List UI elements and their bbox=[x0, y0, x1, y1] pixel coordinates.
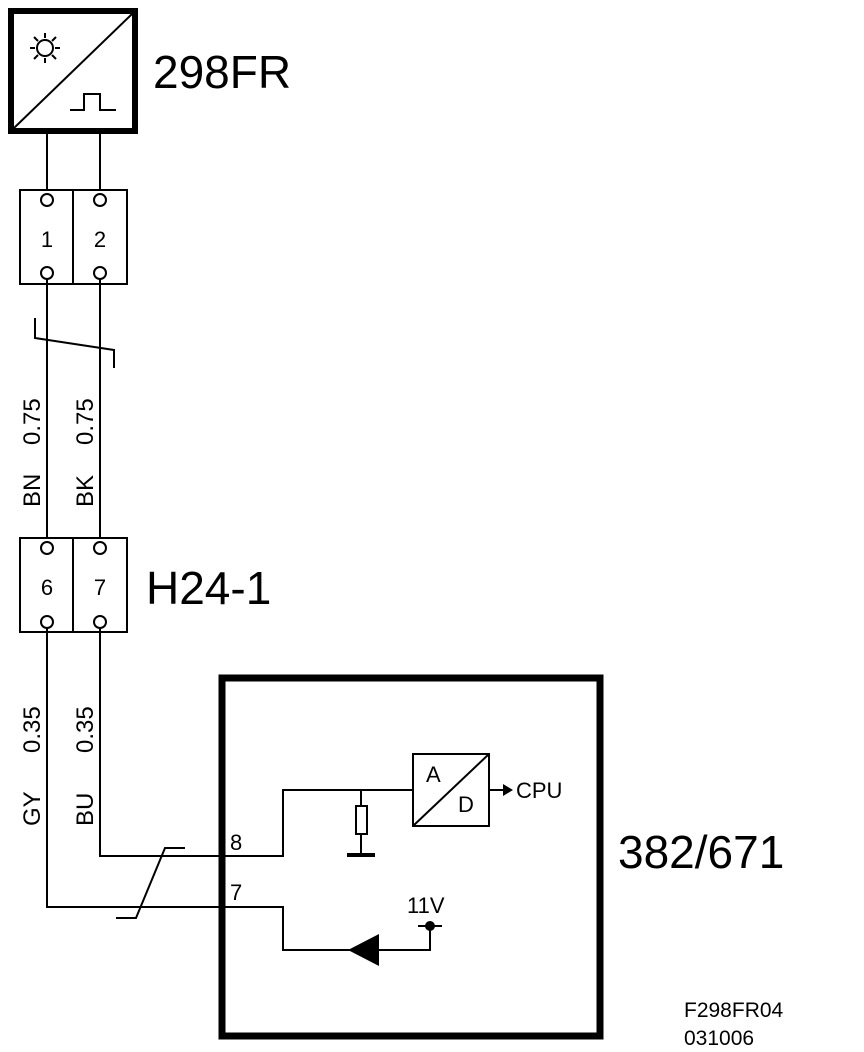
connector-h24-1: 6 7 H24-1 bbox=[19, 537, 271, 633]
sensor-298fr: 298FR bbox=[8, 8, 291, 134]
figure-code-line2: 031006 bbox=[684, 1027, 754, 1050]
control-unit-pin-7: 7 bbox=[230, 880, 242, 905]
voltage-node bbox=[425, 921, 435, 931]
connector-mid-label: H24-1 bbox=[146, 562, 271, 614]
twisted-pair-symbol-bottom bbox=[116, 847, 185, 919]
connector-mid-pin-6: 6 bbox=[41, 575, 53, 600]
adc-a-label: A bbox=[426, 762, 441, 787]
wire-label-gy-code: GY bbox=[19, 791, 46, 826]
sensor-box bbox=[8, 8, 138, 134]
wire-bu bbox=[99, 628, 222, 857]
sensor-diagonal bbox=[13, 13, 133, 129]
wire-label-bn-code: BN bbox=[19, 474, 46, 507]
ad-converter: A D bbox=[412, 753, 490, 827]
figure-code-line1: F298FR04 bbox=[684, 999, 784, 1022]
control-unit-label: 382/671 bbox=[618, 826, 784, 878]
connector-top-pin-2: 2 bbox=[94, 227, 106, 252]
connector-top: 1 2 bbox=[19, 189, 128, 285]
control-unit-pin-8: 8 bbox=[230, 830, 242, 855]
wire-label-bu-code: BU bbox=[72, 793, 99, 826]
sun-icon bbox=[30, 33, 60, 63]
wire-label-bn-size: 0.75 bbox=[19, 398, 46, 445]
sensor-label: 298FR bbox=[153, 46, 291, 98]
resistor-symbol bbox=[355, 790, 368, 855]
adc-d-label: D bbox=[458, 792, 474, 817]
connector-mid-pin-7: 7 bbox=[94, 575, 106, 600]
cpu-arrow-icon bbox=[503, 784, 513, 796]
wire-gy bbox=[46, 628, 222, 908]
pulse-icon bbox=[70, 93, 116, 111]
wire-label-gy-size: 0.35 bbox=[19, 706, 46, 753]
twisted-pair-symbol bbox=[34, 318, 115, 368]
wire-label-bk-code: BK bbox=[72, 475, 99, 507]
wire-label-bu-size: 0.35 bbox=[72, 706, 99, 753]
cpu-label: CPU bbox=[516, 778, 562, 803]
wire-label-bk-size: 0.75 bbox=[72, 398, 99, 445]
current-source-triangle bbox=[348, 934, 379, 966]
control-unit-382-671: 8 A D CPU 7 11V 382/671 bbox=[218, 674, 784, 1040]
voltage-label: 11V bbox=[407, 893, 445, 918]
connector-top-pin-1: 1 bbox=[41, 227, 53, 252]
